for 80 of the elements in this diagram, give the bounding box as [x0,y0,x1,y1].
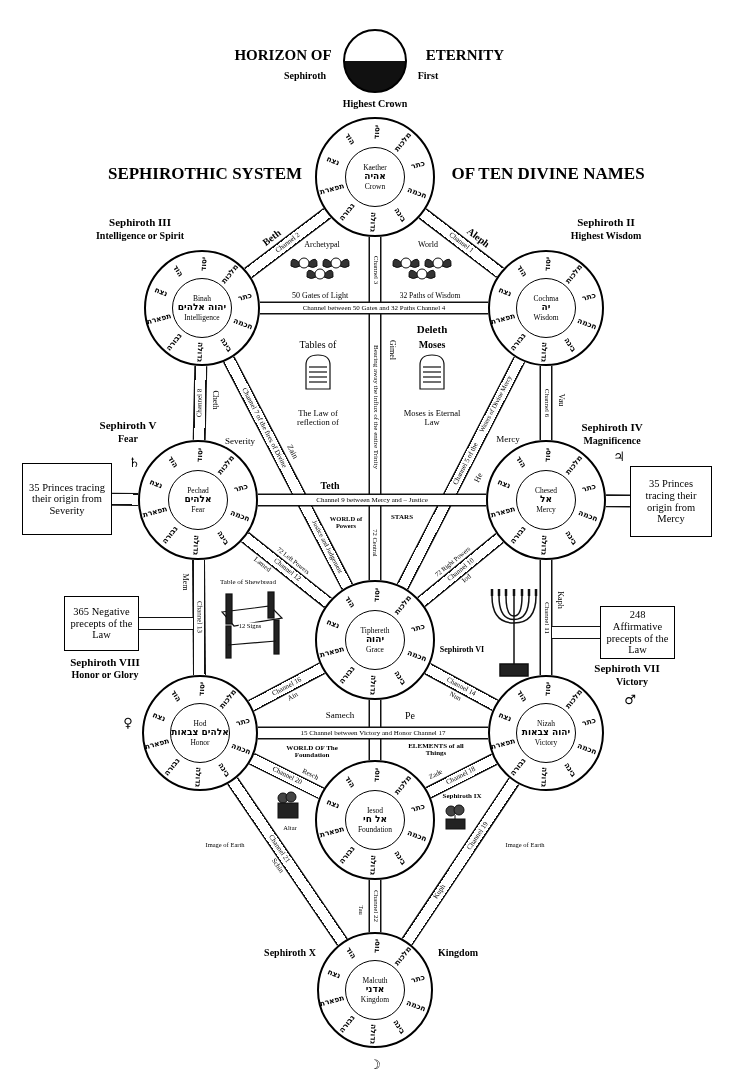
divine-name: אלהים [184,495,212,505]
node-label: Highest Crown [342,99,408,109]
channel-band [258,493,486,507]
box-text: 35 Princes tracing their origin from Mercy [644,478,698,525]
node-label: Fear [118,434,138,444]
planet-symbol: ☽ [369,1057,381,1071]
text-box [22,463,112,535]
channel-band [418,208,504,278]
channel-band [192,559,206,676]
node-label: First [417,71,439,81]
box-text: 35 Princes tracing their origin from Severity [28,481,106,517]
path-letter: Cheth [210,390,220,410]
node-label: Honor or Glory [71,670,139,680]
divine-name: יה [541,303,551,313]
planet-symbol: ♀ [123,715,133,729]
divine-name: יהוה אלהים [177,303,227,313]
node-label: HORIZON OF [234,47,332,63]
node-label: Sephiroth VIII [70,656,140,668]
path-letter: Teth [320,480,340,492]
divine-name: אדני [365,985,385,995]
planet-symbol: ♂ [624,692,636,706]
node-label: Sephiroth [283,71,327,81]
channel-band [605,494,631,508]
channel-band [223,356,354,590]
channel-band [539,366,553,440]
divine-name: אל חי [363,815,387,825]
path-letter: Zain [284,443,300,461]
channel-band [368,700,382,760]
channel-band [227,777,348,946]
path-letter: Mem [180,573,190,591]
path-letter: He [473,471,485,485]
channel-band [401,777,520,946]
node-label: Victory [616,677,648,687]
node-label: Kingdom [438,948,478,958]
node-label: OF TEN DIVINE NAMES [451,164,645,182]
node-label: ETERNITY [425,47,505,63]
path-letter: Samech [325,711,355,721]
path-letter: Pe [405,710,415,722]
node-label: Intelligence or Spirit [95,231,185,241]
channel-band [417,532,504,608]
channel-band [248,662,326,712]
channel-band [241,532,332,608]
channel-band [111,492,139,506]
path-letter: Vau [556,393,566,407]
caption: World [418,240,438,250]
node-label: Sephiroth III [109,216,171,228]
text-box [630,466,712,537]
node-label: Highest Wisdom [570,231,642,241]
divine-name: אהיה [364,172,386,182]
node-label: Sephiroth V [99,419,157,431]
caption: Severity [225,437,255,447]
divine-name: יהוה [365,635,385,645]
node-label: SEPHIROTHIC SYSTEM [107,164,303,182]
path-letter: Kaph [555,591,565,609]
node-label: Magnificence [583,436,641,446]
planet-symbol: ♃ [613,449,625,463]
caption: Archetypal [304,240,340,250]
caption: Mercy [496,435,520,445]
box-text: 248 Affirmative precepts of the Law [605,609,670,656]
channel-band [139,617,193,630]
node-label: Sephiroth II [577,216,635,228]
box-text: 365 Negative precepts of the Law [69,606,134,641]
node-label: Sephiroth VI [439,646,485,654]
node-label: Sephiroth IV [581,421,643,433]
path-letter: Gimel [387,340,397,360]
caption: Tables of [299,339,337,351]
divine-name: יהוה צבאות [521,728,571,738]
caption: Moses [418,339,446,351]
divine-name: אל [540,495,552,505]
node-label: Sephiroth X [264,948,316,958]
divine-name: אלהים צבאות [171,728,229,738]
planet-symbol: ♄ [128,455,140,469]
path-letter: Deleth [416,324,448,336]
node-label: Sephiroth VII [594,662,660,674]
text-box [64,596,139,651]
channel-band [552,626,600,639]
channel-band [539,560,553,675]
caption: 50 Gates of Light [291,291,349,301]
channel-band [192,365,208,441]
channel-band [260,301,488,315]
